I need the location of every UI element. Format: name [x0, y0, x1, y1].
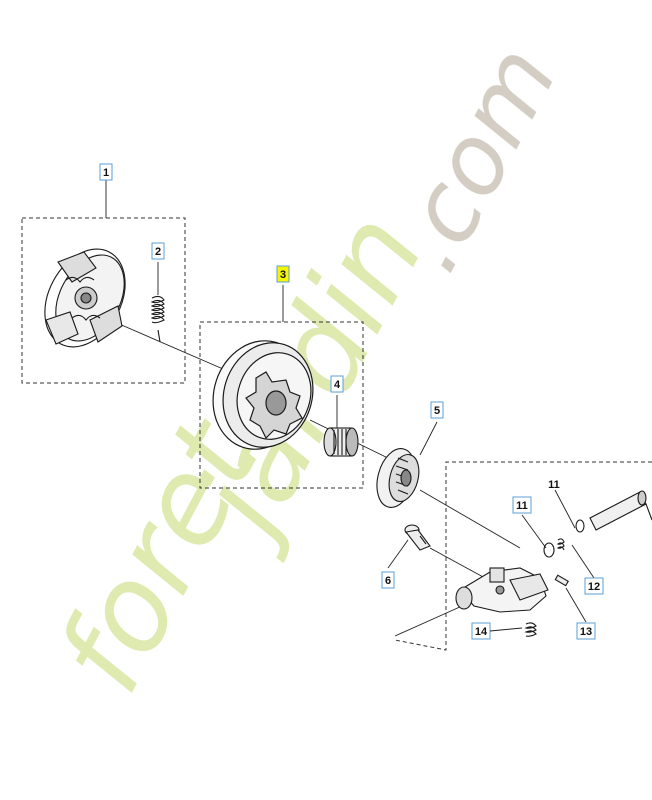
callout-12-label: 12 — [588, 581, 600, 593]
clutch-drum — [212, 340, 314, 450]
oil-pump-pin — [554, 574, 569, 587]
callout-12[interactable]: 12 — [584, 577, 604, 595]
callout-11-plain-label: 11 — [548, 479, 560, 491]
callout-6[interactable]: 6 — [381, 571, 395, 589]
watermark-dotcom: .com — [369, 28, 578, 289]
oil-pump-spring — [524, 622, 537, 637]
callout-3-label: 3 — [280, 269, 286, 281]
callout-1-label: 1 — [103, 167, 109, 179]
callout-11-boxed-label: 11 — [516, 500, 528, 512]
clutch-shoe-assembly — [44, 248, 126, 348]
callout-11-boxed[interactable]: 11 — [512, 496, 532, 514]
leader-lines — [105, 180, 595, 623]
callout-5-label: 5 — [434, 405, 440, 417]
callout-13-label: 13 — [580, 626, 592, 638]
callout-1[interactable]: 1 — [99, 163, 113, 181]
callout-14-label: 14 — [475, 626, 488, 638]
callout-6-label: 6 — [385, 575, 391, 587]
oil-hose — [589, 490, 652, 531]
oil-pump-bolt — [404, 524, 431, 551]
callout-2-label: 2 — [155, 246, 161, 258]
needle-bearing — [323, 427, 359, 457]
callout-2[interactable]: 2 — [151, 242, 165, 260]
callout-4[interactable]: 4 — [330, 375, 344, 393]
callout-11-plain[interactable]: 11 — [548, 479, 560, 491]
callout-3[interactable]: 3 — [276, 265, 290, 283]
callout-4-label: 4 — [334, 379, 341, 391]
drive-worm-gear — [376, 448, 420, 508]
callout-5[interactable]: 5 — [430, 401, 444, 419]
group-box-drum — [199, 321, 364, 489]
group-box-oilpump — [394, 461, 652, 651]
callout-13[interactable]: 13 — [576, 622, 596, 640]
callout-14[interactable]: 14 — [471, 622, 491, 640]
clutch-spring — [150, 295, 165, 343]
oil-pump-seal-ring — [543, 519, 585, 558]
oil-pump-body — [455, 567, 549, 613]
callout-14-leader — [489, 627, 523, 632]
group-box-clutch — [21, 217, 186, 384]
